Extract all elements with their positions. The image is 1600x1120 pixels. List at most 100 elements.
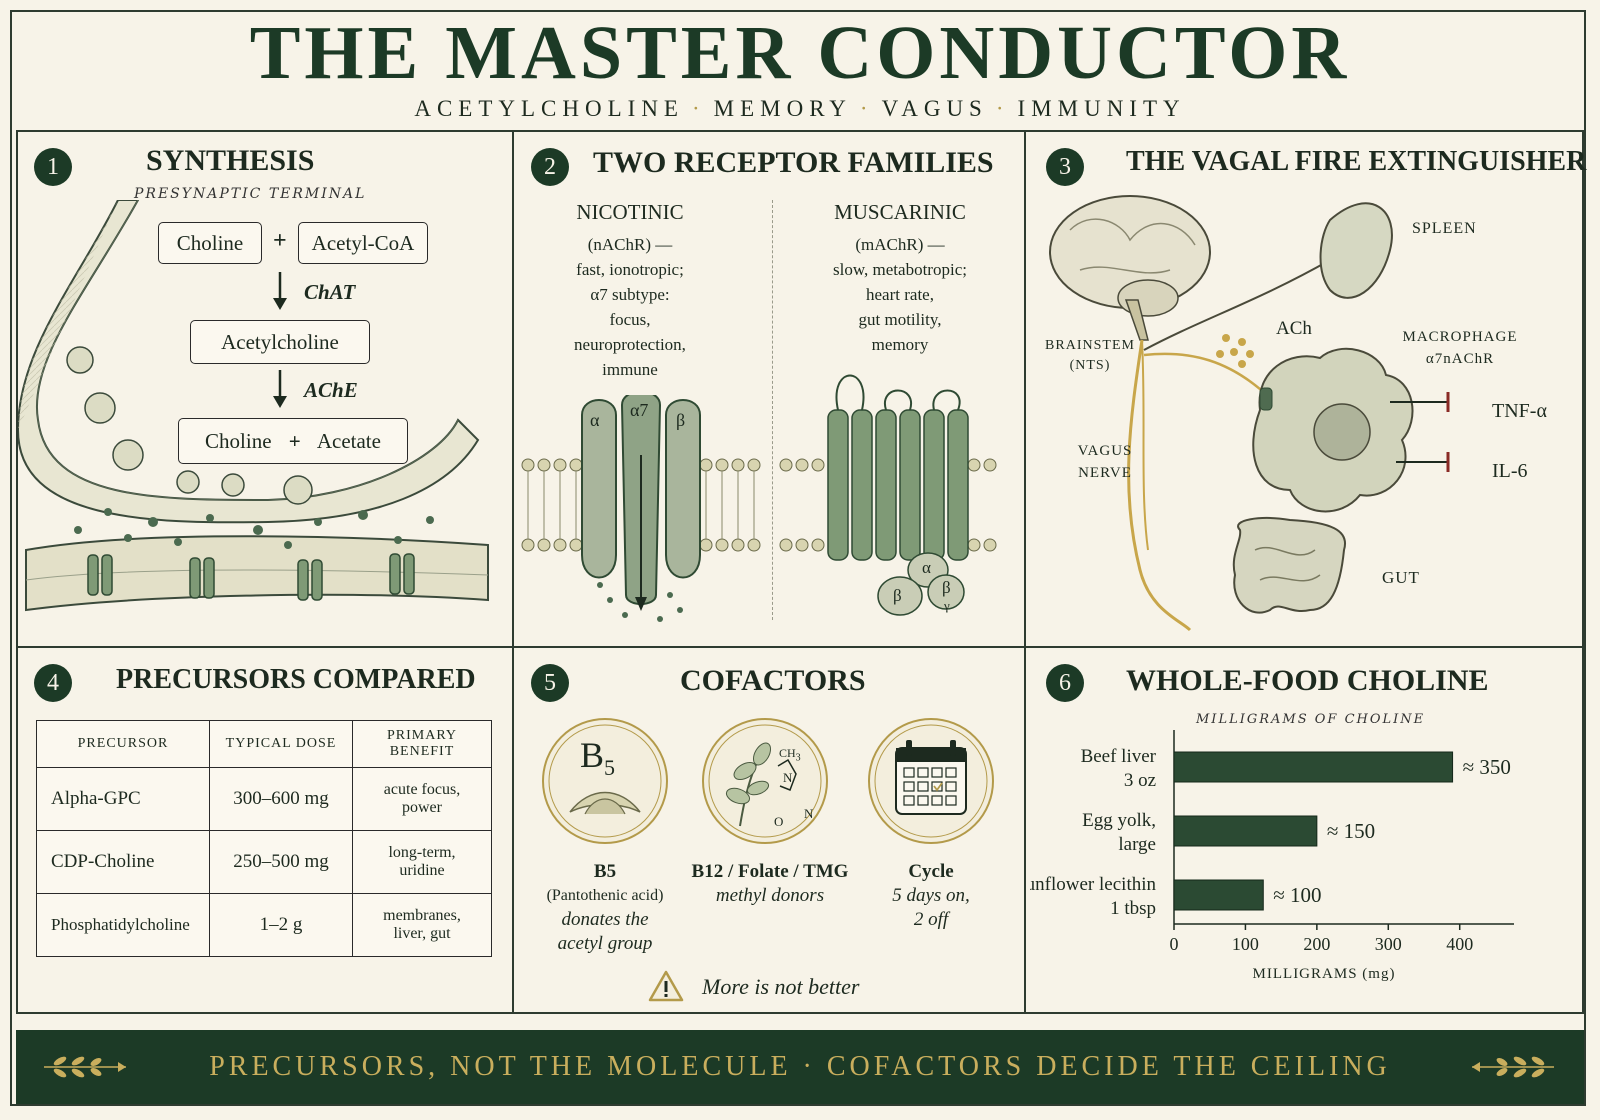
category-label: large	[1118, 834, 1156, 855]
panel-title: PRECURSORS COMPARED	[116, 664, 476, 695]
oxygen-label: O	[774, 814, 784, 829]
vagus-pathway-illustration	[1049, 195, 1450, 632]
precursor-dose: 250–500 mg	[209, 830, 353, 894]
released-acetylcholine-dots	[74, 508, 434, 549]
subunit-beta-label: β	[676, 410, 686, 430]
category-label: 1 tbsp	[1110, 898, 1156, 919]
x-tick-label: 100	[1232, 934, 1259, 954]
value-label: ≈ 150	[1327, 819, 1375, 843]
footer-tagline: PRECURSORS, NOT THE MOLECULE · COFACTORS…	[209, 1051, 1391, 1082]
cofactor-detail: (Pantothenic acid)	[546, 887, 664, 904]
il6-label: IL-6	[1492, 460, 1528, 482]
precursor-benefit: acute focus,power	[352, 767, 492, 831]
precursor-name: Alpha-GPC	[36, 767, 210, 831]
muscarinic-line: (mAChR) —	[855, 235, 945, 254]
nitrogen-label: N	[804, 806, 814, 821]
subtitle-part: MEMORY	[713, 96, 852, 121]
methyl-donor-medallion	[702, 718, 828, 844]
precursor-benefit: long-term,uridine	[352, 830, 492, 894]
grid-divider	[1024, 130, 1026, 1014]
vagus-nerve-label-line: NERVE	[1078, 465, 1132, 481]
panel-grid	[16, 130, 1584, 1014]
benefit-line: power	[402, 799, 442, 816]
plus-sign: +	[288, 429, 301, 453]
cofactor-name: B12 / Folate / TMG	[691, 861, 849, 882]
postsynaptic-receptors	[87, 553, 415, 601]
vagus-nerve-label-line: VAGUS	[1077, 443, 1133, 459]
nicotinic-line: (nAChR) —	[587, 235, 673, 254]
vesicles	[66, 346, 313, 505]
benefit-line: liver, gut	[393, 925, 451, 942]
cofactor-detail: acetyl group	[557, 933, 653, 954]
subtitle-part: ACETYLCHOLINE	[414, 96, 684, 121]
benefit-line: uridine	[399, 862, 445, 879]
b5-letter: B	[580, 735, 605, 775]
table-row: CDP-Choline 250–500 mg long-term,uridine	[36, 830, 492, 894]
methyl-label: CH3	[779, 746, 801, 763]
panel-number-badge: 3	[1046, 148, 1084, 186]
nicotinic-line: fast, ionotropic;	[576, 260, 684, 279]
g-alpha-label: α	[922, 558, 931, 577]
cofactor-detail: 2 off	[913, 909, 949, 930]
down-arrow-icon	[273, 272, 287, 310]
tnf-alpha-label: TNF-α	[1492, 400, 1547, 422]
spleen-label: SPLEEN	[1412, 220, 1477, 237]
laurel-sprig-icon	[44, 1056, 126, 1078]
ache-enzyme-label: AChE	[304, 378, 358, 402]
x-tick-label: 400	[1446, 934, 1473, 954]
x-axis-label: MILLIGRAMS (mg)	[1253, 966, 1396, 982]
breakdown-box: Choline + Acetate	[178, 418, 408, 464]
macrophage-label: MACROPHAGE α7nAChR	[1390, 326, 1530, 370]
panel-title: TWO RECEPTOR FAMILIES	[593, 146, 994, 179]
cofactor-detail: donates the	[561, 909, 649, 930]
muscarinic-line: memory	[871, 335, 929, 354]
subtitle-separator: ·	[995, 96, 1010, 121]
benefit-line: long-term,	[388, 843, 456, 861]
column-header: PRIMARY BENEFIT	[352, 720, 492, 768]
macrophage-label-line: α7nAChR	[1425, 351, 1495, 367]
ch-label: CH	[779, 746, 796, 760]
b5-subscript: 5	[604, 755, 616, 781]
benefit-line: acute focus,	[383, 780, 461, 798]
nicotinic-line: α7 subtype:	[590, 285, 670, 304]
page-frame	[10, 10, 1586, 1106]
g-beta-label: β	[893, 586, 902, 605]
macrophage-label-line: MACROPHAGE	[1402, 329, 1518, 345]
brainstem-label-line: (NTS)	[1069, 358, 1111, 373]
subtitle-part: IMMUNITY	[1017, 96, 1186, 121]
x-tick-label: 0	[1170, 934, 1179, 954]
table-header-row: PRECURSOR TYPICAL DOSE PRIMARY BENEFIT	[36, 720, 492, 768]
subunit-alpha7-label: α7	[630, 400, 649, 420]
panel-number-badge: 2	[531, 148, 569, 186]
laurel-sprig-icon	[1472, 1056, 1554, 1078]
muscarinic-line: gut motility,	[858, 310, 942, 329]
table-row: Alpha-GPC 300–600 mg acute focus,power	[36, 767, 492, 831]
panel-number-badge: 6	[1046, 664, 1084, 702]
page-subtitle: ACETYLCHOLINE·MEMORY·VAGUS·IMMUNITY	[0, 96, 1600, 122]
page-title: THE MASTER CONDUCTOR	[249, 11, 1351, 95]
column-header: TYPICAL DOSE	[209, 720, 353, 768]
panel-title: COFACTORS	[680, 664, 866, 697]
cofactor-cycle: Cycle 5 days on, 2 off	[866, 860, 996, 932]
precursor-table: PRECURSOR TYPICAL DOSE PRIMARY BENEFIT A…	[36, 720, 492, 957]
column-header: PRECURSOR	[36, 720, 210, 768]
subunit-alpha-label: α	[590, 410, 600, 430]
ch3-subscript: 3	[795, 752, 801, 764]
precursor-dose: 1–2 g	[209, 893, 353, 957]
nicotinic-description: (nAChR) — fast, ionotropic; α7 subtype: …	[530, 232, 730, 382]
nicotinic-receptor-illustration	[521, 395, 761, 622]
acetylcholine-box: Acetylcholine	[190, 320, 370, 364]
muscarinic-receptor-illustration	[779, 374, 997, 616]
breakdown-choline: Choline	[205, 429, 272, 453]
muscarinic-line: slow, metabotropic;	[833, 260, 967, 279]
subtitle-separator: ·	[691, 96, 706, 121]
brainstem-label-line: BRAINSTEM	[1045, 338, 1135, 353]
value-label: ≈ 350	[1463, 755, 1511, 779]
ach-label: ACh	[1276, 318, 1312, 339]
nitrogen-label: N	[783, 770, 793, 785]
panel-title: THE VAGAL FIRE EXTINGUISHER	[1126, 146, 1587, 177]
panel-number-badge: 1	[34, 148, 72, 186]
bar	[1173, 751, 1454, 783]
chat-enzyme-label: ChAT	[304, 280, 356, 304]
